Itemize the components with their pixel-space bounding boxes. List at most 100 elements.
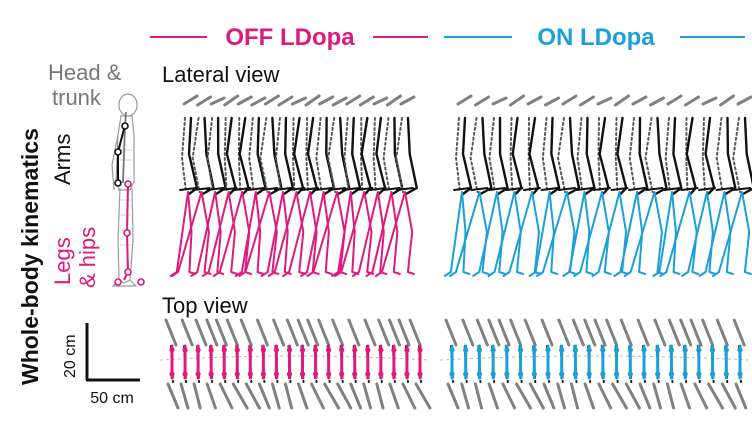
hip-marker bbox=[572, 371, 579, 377]
leg-front-segment bbox=[513, 191, 525, 275]
hip-bar bbox=[523, 187, 541, 191]
leg-front-segment bbox=[390, 191, 401, 275]
horizontal-scale-label: 50 cm bbox=[90, 390, 134, 407]
leg-back-segment bbox=[212, 191, 244, 277]
hip-marker bbox=[273, 371, 280, 377]
trunk-segment bbox=[331, 96, 348, 107]
leg-back-segment bbox=[487, 191, 516, 277]
foot-segment bbox=[693, 382, 709, 410]
hip-marker bbox=[531, 371, 537, 377]
arm-near-segment bbox=[584, 116, 596, 196]
arm-far-segment bbox=[315, 117, 323, 193]
foot-segment bbox=[528, 382, 545, 410]
shoulder-segment bbox=[715, 318, 729, 347]
arms-label: Arms bbox=[50, 134, 75, 185]
shoulder-segment bbox=[497, 318, 511, 347]
hip-marker bbox=[286, 371, 293, 377]
trunk-segment bbox=[579, 95, 595, 107]
hip-marker bbox=[182, 371, 188, 377]
shoulder-segment bbox=[461, 318, 475, 347]
arm-far-segment bbox=[488, 117, 496, 193]
trunk-segment bbox=[561, 94, 578, 106]
foot-segment bbox=[310, 382, 325, 410]
arm-far-segment bbox=[614, 117, 619, 193]
hip-marker bbox=[260, 347, 266, 353]
leg-front-segment bbox=[322, 191, 333, 275]
trunk-segment bbox=[277, 95, 294, 107]
arm-near-segment bbox=[306, 116, 318, 196]
leg-front-segment bbox=[187, 191, 197, 275]
leg-back-segment bbox=[502, 191, 533, 277]
leg-back-segment bbox=[623, 191, 656, 277]
hip-bar bbox=[328, 187, 347, 191]
arm-near-segment bbox=[323, 116, 336, 196]
arm-far-segment bbox=[372, 117, 377, 193]
hip-marker bbox=[490, 347, 496, 353]
leg-back-segment bbox=[698, 191, 726, 277]
trunk-segment bbox=[291, 96, 307, 106]
hip-marker bbox=[668, 371, 675, 377]
trunk-segment bbox=[509, 94, 525, 107]
hip-marker bbox=[517, 347, 524, 353]
foot-segment bbox=[218, 382, 234, 410]
arm-near-segment bbox=[724, 116, 737, 196]
foot-segment bbox=[323, 382, 341, 410]
hip-bar bbox=[355, 187, 374, 191]
arm-far-segment bbox=[701, 117, 706, 193]
arm-far-segment bbox=[644, 117, 654, 193]
arm-far-segment bbox=[395, 117, 404, 193]
shoulder-segment bbox=[689, 318, 703, 347]
hip-bar bbox=[314, 187, 333, 191]
arm-near-segment bbox=[654, 116, 668, 196]
foot-segment bbox=[734, 382, 748, 410]
shoulder-segment bbox=[523, 318, 537, 347]
arm-near-segment bbox=[375, 116, 387, 196]
hip-marker bbox=[668, 347, 675, 353]
shoulder-segment bbox=[306, 318, 320, 347]
arm-far-segment bbox=[469, 117, 479, 193]
hip-marker bbox=[449, 347, 455, 353]
hip-bar bbox=[663, 187, 681, 191]
trunk-segment bbox=[250, 96, 267, 107]
shoulder-segment bbox=[636, 318, 650, 347]
arm-near-segment bbox=[187, 116, 199, 196]
leg-front-segment bbox=[741, 191, 752, 275]
hip-marker bbox=[339, 371, 345, 377]
hip-marker bbox=[545, 371, 551, 377]
hip-bar bbox=[453, 187, 471, 191]
hip-marker bbox=[559, 371, 565, 377]
hip-marker bbox=[696, 347, 702, 353]
vertical-scale-label: 20 cm bbox=[62, 334, 79, 378]
shoulder-segment bbox=[732, 318, 746, 347]
hip-marker bbox=[169, 371, 175, 377]
hip-marker bbox=[463, 347, 469, 353]
leg-front-segment bbox=[336, 191, 348, 275]
hip-marker bbox=[312, 347, 319, 353]
hip-marker bbox=[195, 371, 201, 377]
arm-near-segment bbox=[566, 116, 581, 196]
shoulder-segment bbox=[347, 318, 361, 347]
leg-back-segment bbox=[448, 191, 481, 277]
trunk-segment bbox=[526, 95, 543, 106]
arm-near-segment bbox=[214, 116, 227, 196]
foot-segment bbox=[487, 382, 499, 410]
arm-near-segment bbox=[282, 116, 295, 196]
hip-bar bbox=[733, 187, 751, 191]
hip-bar bbox=[628, 187, 646, 191]
hip-bar bbox=[488, 187, 506, 191]
shoulder-segment bbox=[679, 318, 693, 347]
top-view-off-stick-figures bbox=[159, 318, 432, 410]
shoulder-segment bbox=[180, 318, 194, 347]
leg-front-segment bbox=[227, 191, 239, 275]
hip-marker bbox=[195, 347, 201, 353]
hip-bar bbox=[273, 187, 292, 191]
trunk-segment bbox=[209, 96, 226, 106]
shoulder-segment bbox=[605, 318, 619, 347]
leg-back-segment bbox=[591, 191, 621, 277]
leg-back-segment bbox=[536, 191, 568, 277]
hip-marker bbox=[169, 347, 175, 353]
foot-segment bbox=[205, 382, 217, 410]
shoulder-segment bbox=[225, 318, 239, 347]
foot-segment bbox=[446, 382, 460, 410]
trunk-segment bbox=[666, 94, 683, 106]
